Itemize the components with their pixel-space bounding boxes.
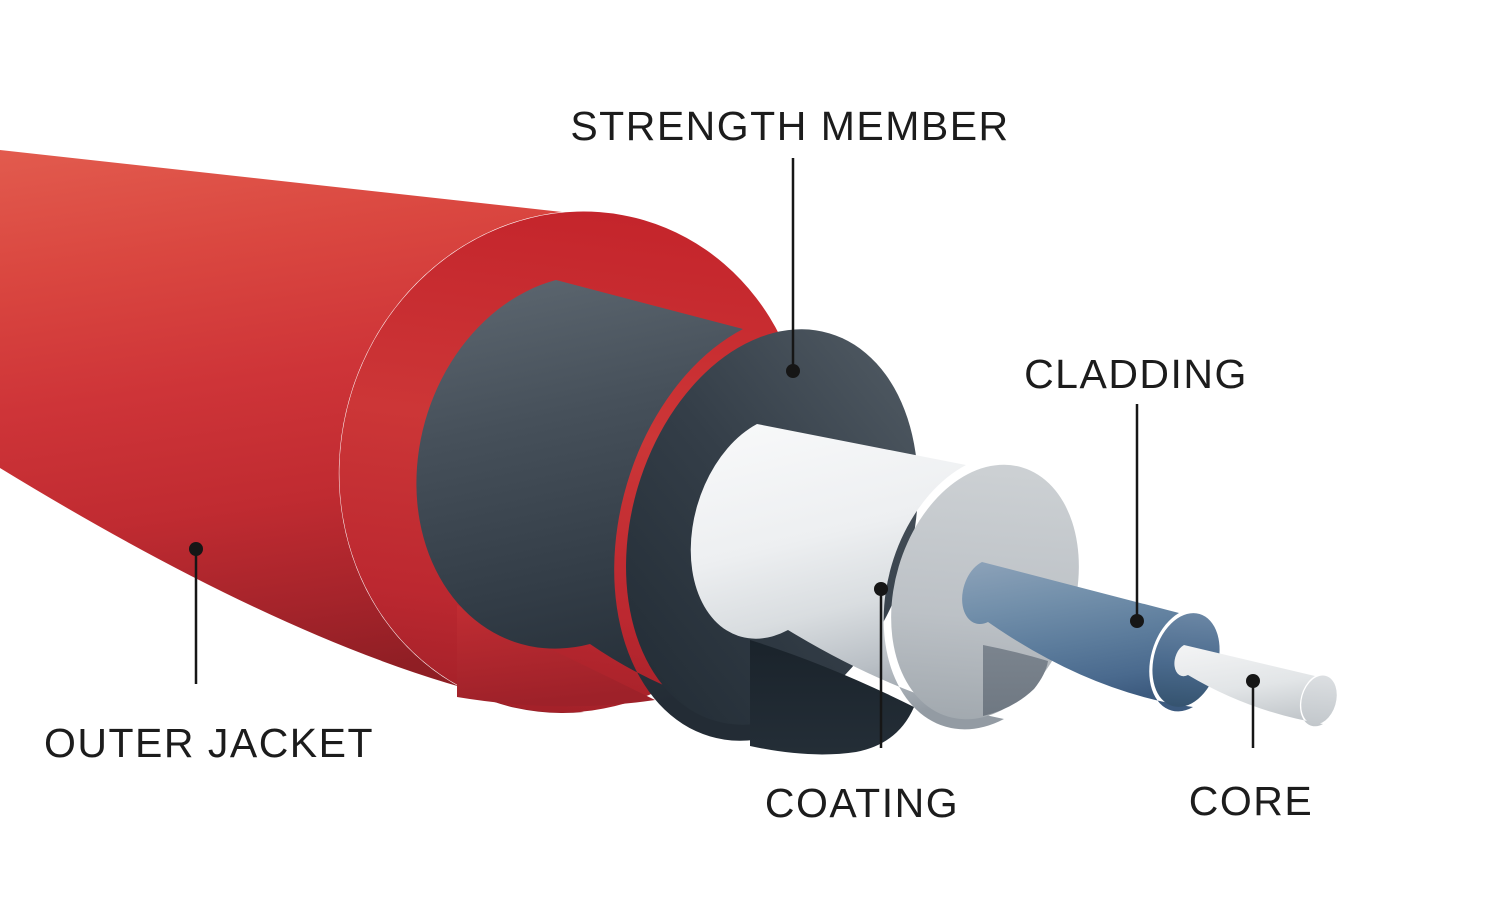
leader-coating — [874, 582, 888, 748]
leader-cladding — [1130, 404, 1144, 628]
leader-strength-member — [786, 158, 800, 378]
core-face — [1301, 675, 1337, 725]
label-strength-member: STRENGTH MEMBER — [570, 103, 1009, 149]
strength-member-cut-face — [750, 640, 914, 755]
strength-member-body — [416, 280, 801, 741]
leader-outer-jacket — [189, 542, 203, 684]
coating-cut-face — [983, 645, 1048, 716]
coating-body — [690, 424, 1004, 730]
label-coating: COATING — [765, 780, 959, 826]
outer-jacket-body — [0, 150, 584, 714]
cladding-body — [962, 562, 1193, 712]
leader-core — [1246, 674, 1260, 748]
label-core: CORE — [1189, 778, 1313, 824]
label-outer-jacket: OUTER JACKET — [44, 720, 374, 766]
label-cladding: CLADDING — [1024, 351, 1248, 397]
